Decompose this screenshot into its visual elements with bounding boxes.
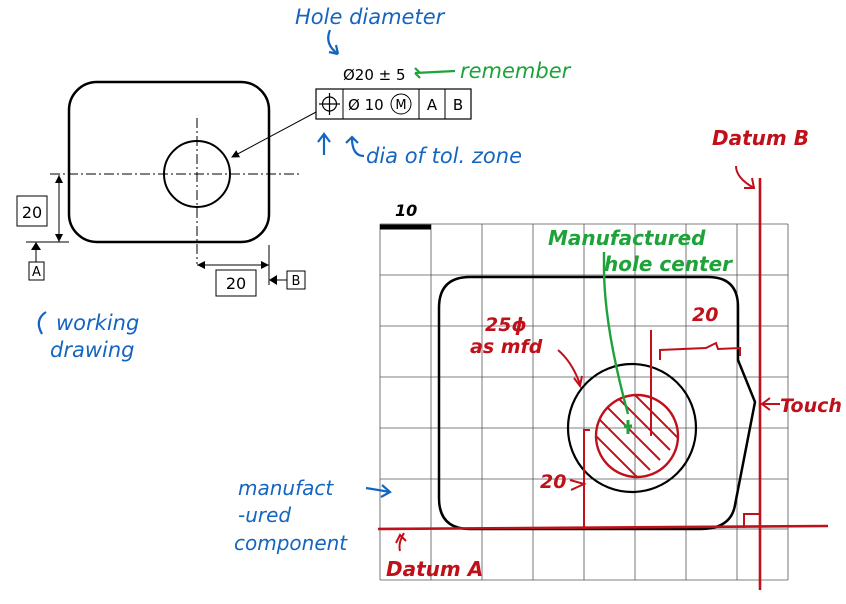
- note-hole-diameter: Hole diameter: [295, 5, 446, 29]
- dim-20-top-bracket: [659, 341, 741, 360]
- basic-dim-b: 20: [226, 274, 246, 293]
- hole-size-callout: Ø20 ± 5: [343, 66, 406, 84]
- working-drawing: 20 A 20 B Ø20 ± 5 Ø 10: [16, 66, 472, 297]
- dim-20-side-bracket: [583, 429, 590, 528]
- note-arrow-tol-zone: [350, 137, 365, 158]
- note-touch: Touch: [780, 395, 842, 417]
- grid-sketch: 10 20 20 25ϕ: [234, 126, 842, 590]
- datum-b-box: [286, 270, 306, 290]
- note-datum-b: Datum B: [712, 126, 809, 150]
- part-outline: [67, 80, 271, 244]
- note-arrow-component: [365, 484, 392, 498]
- note-arrow-datum-a: [395, 532, 407, 552]
- fcf-modifier: M: [395, 98, 406, 113]
- dim-arrows-horizontal: [197, 261, 269, 269]
- note-working-1: working: [56, 311, 139, 335]
- note-component-2: -ured: [238, 503, 291, 527]
- manufactured-center-mark: [624, 420, 632, 434]
- manufactured-part-outline: [437, 275, 757, 531]
- note-remember: remember: [460, 59, 572, 83]
- dim-arrows-vertical: [55, 175, 63, 242]
- note-datum-a: Datum A: [386, 557, 483, 581]
- fcf-datum-2: B: [453, 96, 463, 114]
- datum-a-box: [28, 261, 45, 281]
- nominal-hole-circle: [566, 362, 698, 494]
- note-arrow-as-mfd: [557, 349, 581, 385]
- note-arrow-hole-center: [602, 252, 630, 415]
- basic-dim-box-a: [16, 195, 48, 227]
- note-arrow-symbol: [317, 132, 331, 155]
- basic-dim-a: 20: [22, 203, 42, 222]
- basic-dim-box-b: [215, 269, 257, 297]
- notes-top: Hole diameter remember dia of tol. zone …: [37, 5, 572, 362]
- note-arrow-datum-b: [735, 165, 755, 189]
- mmc-modifier-circle: [390, 93, 412, 115]
- grid-scale-label: 10: [395, 201, 417, 220]
- feature-control-frame: Ø 10 M A B: [315, 88, 472, 120]
- note-25-diameter: 25ϕ: [485, 314, 527, 336]
- note-dim-20-top: 20: [692, 304, 718, 326]
- note-component-1: manufact: [238, 476, 334, 500]
- right-angle-marker: [743, 513, 760, 528]
- note-arrow-touch: [760, 397, 780, 411]
- datum-a-triangle: [31, 242, 41, 250]
- fcf-leader: [231, 110, 319, 158]
- datum-a-letter: A: [32, 265, 41, 280]
- note-dim-20-side: 20: [540, 471, 566, 493]
- note-bracket-working: [37, 311, 47, 335]
- note-manufactured: Manufactured: [548, 226, 706, 250]
- note-hole-center: hole center: [604, 252, 733, 276]
- note-as-mfd: as mfd: [470, 336, 543, 358]
- grid: [379, 223, 789, 581]
- datum-b-triangle: [269, 275, 277, 285]
- fcf-datum-1: A: [427, 96, 438, 114]
- datum-a-line: [377, 524, 829, 531]
- fcf-tolerance: Ø 10: [348, 96, 384, 114]
- note-arrow-remember: [414, 67, 456, 79]
- note-working-2: drawing: [50, 338, 134, 362]
- note-dia-of-tol-zone: dia of tol. zone: [366, 144, 522, 168]
- note-component-3: component: [234, 531, 348, 555]
- note-arrow-hole-diameter: [327, 29, 339, 55]
- position-icon: [319, 93, 340, 115]
- datum-b-letter: B: [292, 274, 301, 289]
